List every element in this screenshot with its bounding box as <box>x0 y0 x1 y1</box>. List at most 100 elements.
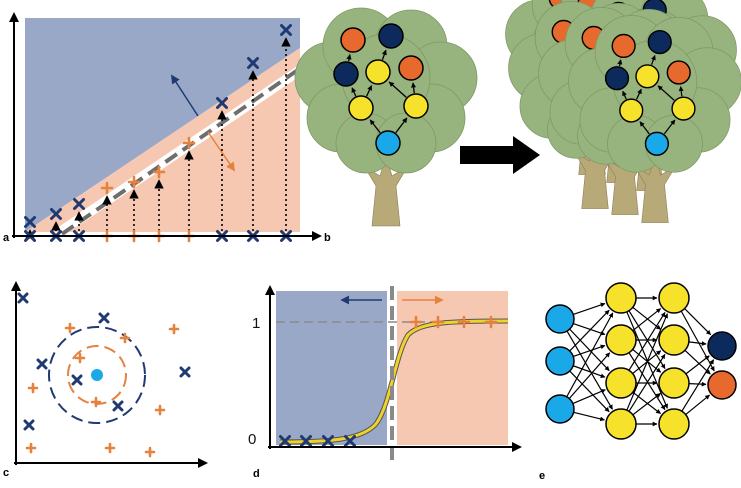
tree-node <box>333 61 359 87</box>
tree-edge <box>635 88 642 100</box>
nn-edge <box>569 370 610 413</box>
nn-edge <box>632 348 662 373</box>
tree <box>294 7 478 227</box>
nn-edge <box>572 389 606 405</box>
plus-marker <box>119 332 131 344</box>
data-markers <box>279 315 498 447</box>
nn-node <box>658 367 690 399</box>
tree-edge <box>351 87 357 97</box>
nn-node <box>658 282 690 314</box>
nn-node <box>605 282 637 314</box>
plus-marker <box>431 315 445 329</box>
tree-node <box>398 55 424 81</box>
panel-label-c: c <box>3 467 10 479</box>
plus-marker <box>154 404 166 416</box>
plus-marker <box>104 442 116 454</box>
nn-edge <box>685 355 710 375</box>
tree-edge <box>410 82 417 94</box>
tree-edge <box>395 117 408 134</box>
tree-edge <box>639 121 650 135</box>
nn-edge <box>681 359 715 412</box>
nn-node <box>605 367 637 399</box>
tree-edge <box>663 119 676 135</box>
plus-marker <box>182 136 196 150</box>
x-marker <box>71 374 83 386</box>
tree-node <box>604 66 630 91</box>
nn-edge <box>566 330 613 410</box>
nn-node <box>545 394 575 424</box>
tree-node <box>375 130 401 156</box>
x-marker <box>112 400 124 412</box>
tree-edge <box>617 59 623 67</box>
data-markers <box>17 292 191 458</box>
nn-edge <box>569 328 610 372</box>
nn-edge <box>572 365 606 379</box>
plus-marker <box>168 323 180 335</box>
tree-edge <box>622 90 627 100</box>
x-marker <box>98 312 110 324</box>
panel-b <box>294 0 741 227</box>
blue-region <box>25 18 300 232</box>
x-marker <box>322 435 334 447</box>
nn-node <box>707 370 737 400</box>
plus-marker <box>27 382 39 394</box>
decision-tree-icon <box>294 7 478 227</box>
x-marker <box>280 24 292 36</box>
x-marker <box>300 435 312 447</box>
plus-marker <box>90 396 102 408</box>
nn-edge <box>628 352 666 411</box>
nn-edge <box>566 312 614 398</box>
nn-node <box>658 408 690 440</box>
nn-edge <box>626 311 668 409</box>
panel-d: 1 0 <box>248 285 522 462</box>
plus-marker <box>25 442 37 454</box>
nn-edge <box>573 344 606 358</box>
nn-node <box>545 304 575 334</box>
nn-edge <box>628 353 666 412</box>
x-marker <box>216 97 228 109</box>
nn-edge <box>684 349 711 375</box>
x-marker <box>36 358 48 370</box>
nn-edge <box>569 309 610 352</box>
orange-region <box>25 48 300 232</box>
nn-edge <box>684 308 712 336</box>
panel-label-e: e <box>539 470 546 482</box>
panel-label-a: a <box>3 232 10 244</box>
nn-node <box>658 324 690 356</box>
x-marker <box>50 208 62 220</box>
tree-edge <box>678 86 684 97</box>
plus-marker <box>100 181 114 195</box>
nn-edge <box>680 310 715 372</box>
panel-label-b: b <box>324 232 331 244</box>
tree-edge <box>651 55 656 65</box>
y-tick-1: 1 <box>252 315 260 332</box>
nn-node <box>605 324 637 356</box>
tree-node <box>403 93 429 119</box>
outer-radius-circle <box>48 326 146 424</box>
tree-node <box>647 29 672 55</box>
orange-region <box>397 291 508 445</box>
tree-edge <box>369 119 381 134</box>
data-markers <box>24 24 292 243</box>
nn-edge <box>632 391 661 415</box>
x-marker <box>23 419 35 431</box>
plus-marker <box>144 446 156 458</box>
x-marker <box>24 216 36 228</box>
panel-a <box>9 12 322 243</box>
x-marker <box>179 366 191 378</box>
random-forest-icon <box>505 0 741 223</box>
tree-node <box>619 98 644 123</box>
blue-region <box>276 291 387 445</box>
tree-edge <box>657 85 675 101</box>
plus-marker <box>152 165 166 179</box>
nn-edge <box>688 341 707 346</box>
tree-node <box>671 96 696 121</box>
nn-edge <box>632 308 662 332</box>
tree-node <box>611 33 636 59</box>
neural-network-icon <box>545 282 737 440</box>
tree-edge <box>346 54 352 62</box>
x-marker <box>247 57 259 69</box>
nn-edge <box>573 302 606 316</box>
nn-node <box>707 331 737 361</box>
